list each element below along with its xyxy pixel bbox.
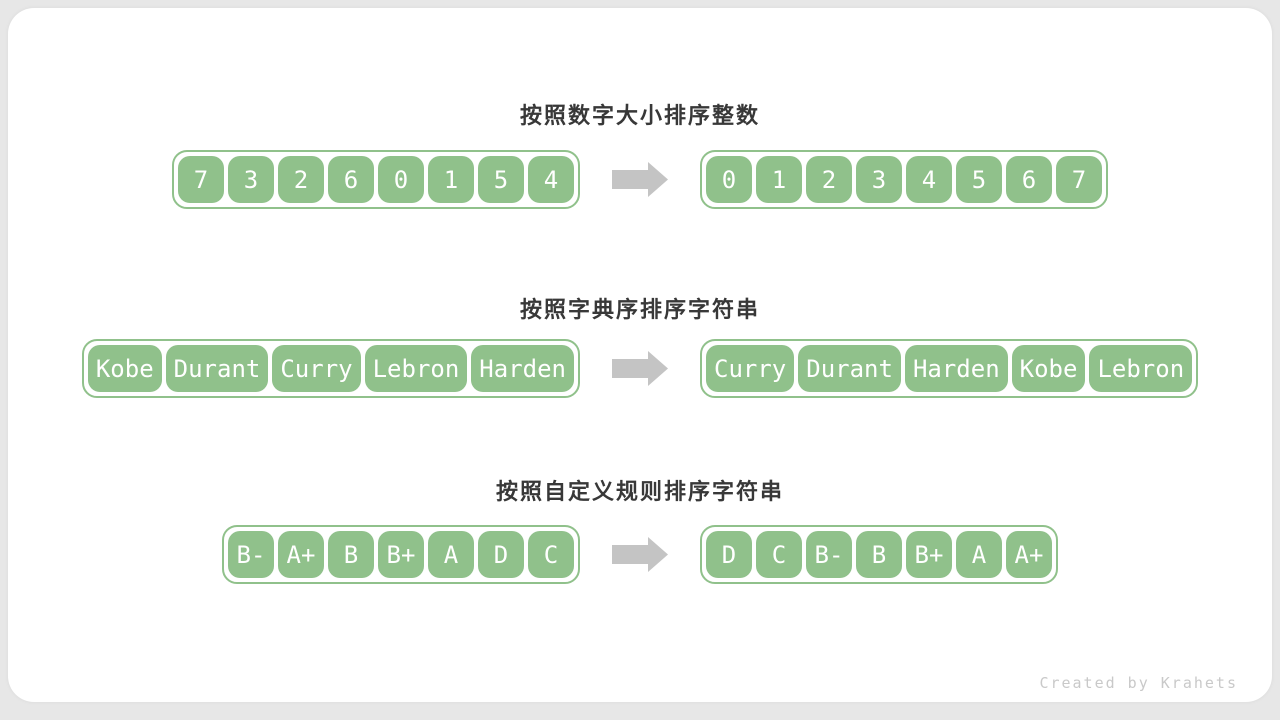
array-cell: Durant — [798, 345, 901, 392]
section-title-sort-integers: 按照数字大小排序整数 — [519, 103, 760, 128]
array-cell: B- — [228, 531, 274, 578]
array-cell: 4 — [528, 156, 574, 203]
array-cell: B — [328, 531, 374, 578]
array-cell: Durant — [165, 345, 269, 392]
array-cell: B+ — [906, 531, 952, 578]
array-cell: 0 — [378, 156, 424, 203]
array-cell: Harden — [471, 345, 574, 392]
array-cell: 6 — [1006, 156, 1052, 203]
array-cell: A — [956, 531, 1002, 578]
array-cell: Lebron — [364, 345, 468, 392]
array-cell: Curry — [272, 345, 361, 392]
array-cell: 1 — [428, 156, 474, 203]
section-title-sort-custom: 按照自定义规则排序字符串 — [495, 479, 784, 504]
array-cell: 3 — [228, 156, 274, 203]
watermark: Created by Krahets — [1039, 674, 1238, 692]
array-cell: B- — [806, 531, 852, 578]
array-cell: Harden — [904, 345, 1008, 392]
array-cell: Curry — [706, 345, 795, 392]
section-title-sort-lexicographic: 按照字典序排序字符串 — [519, 297, 760, 322]
array-cell: A — [428, 531, 474, 578]
arrow-right-icon — [612, 351, 668, 386]
array-cell: 7 — [178, 156, 224, 203]
array-cell: D — [478, 531, 524, 578]
array-cell: C — [528, 531, 574, 578]
array-cell: Kobe — [1011, 345, 1086, 392]
array-cell: D — [706, 531, 752, 578]
array-cell: 4 — [906, 156, 952, 203]
arrow-right-icon — [612, 537, 668, 572]
array-cell: A+ — [278, 531, 324, 578]
array-cell: 2 — [806, 156, 852, 203]
array-cell: 5 — [956, 156, 1002, 203]
array-cell: 1 — [756, 156, 802, 203]
array-cell: A+ — [1006, 531, 1052, 578]
array-cell: B+ — [378, 531, 424, 578]
array-cell: 6 — [328, 156, 374, 203]
array-cell: B — [856, 531, 902, 578]
array-cell: Lebron — [1089, 345, 1193, 392]
array-cell: C — [756, 531, 802, 578]
array-cell: 2 — [278, 156, 324, 203]
array-cell: 5 — [478, 156, 524, 203]
array-cell: 7 — [1056, 156, 1102, 203]
arrow-right-icon — [612, 162, 668, 197]
array-cell: 3 — [856, 156, 902, 203]
array-cell: Kobe — [87, 345, 162, 392]
array-cell: 0 — [706, 156, 752, 203]
